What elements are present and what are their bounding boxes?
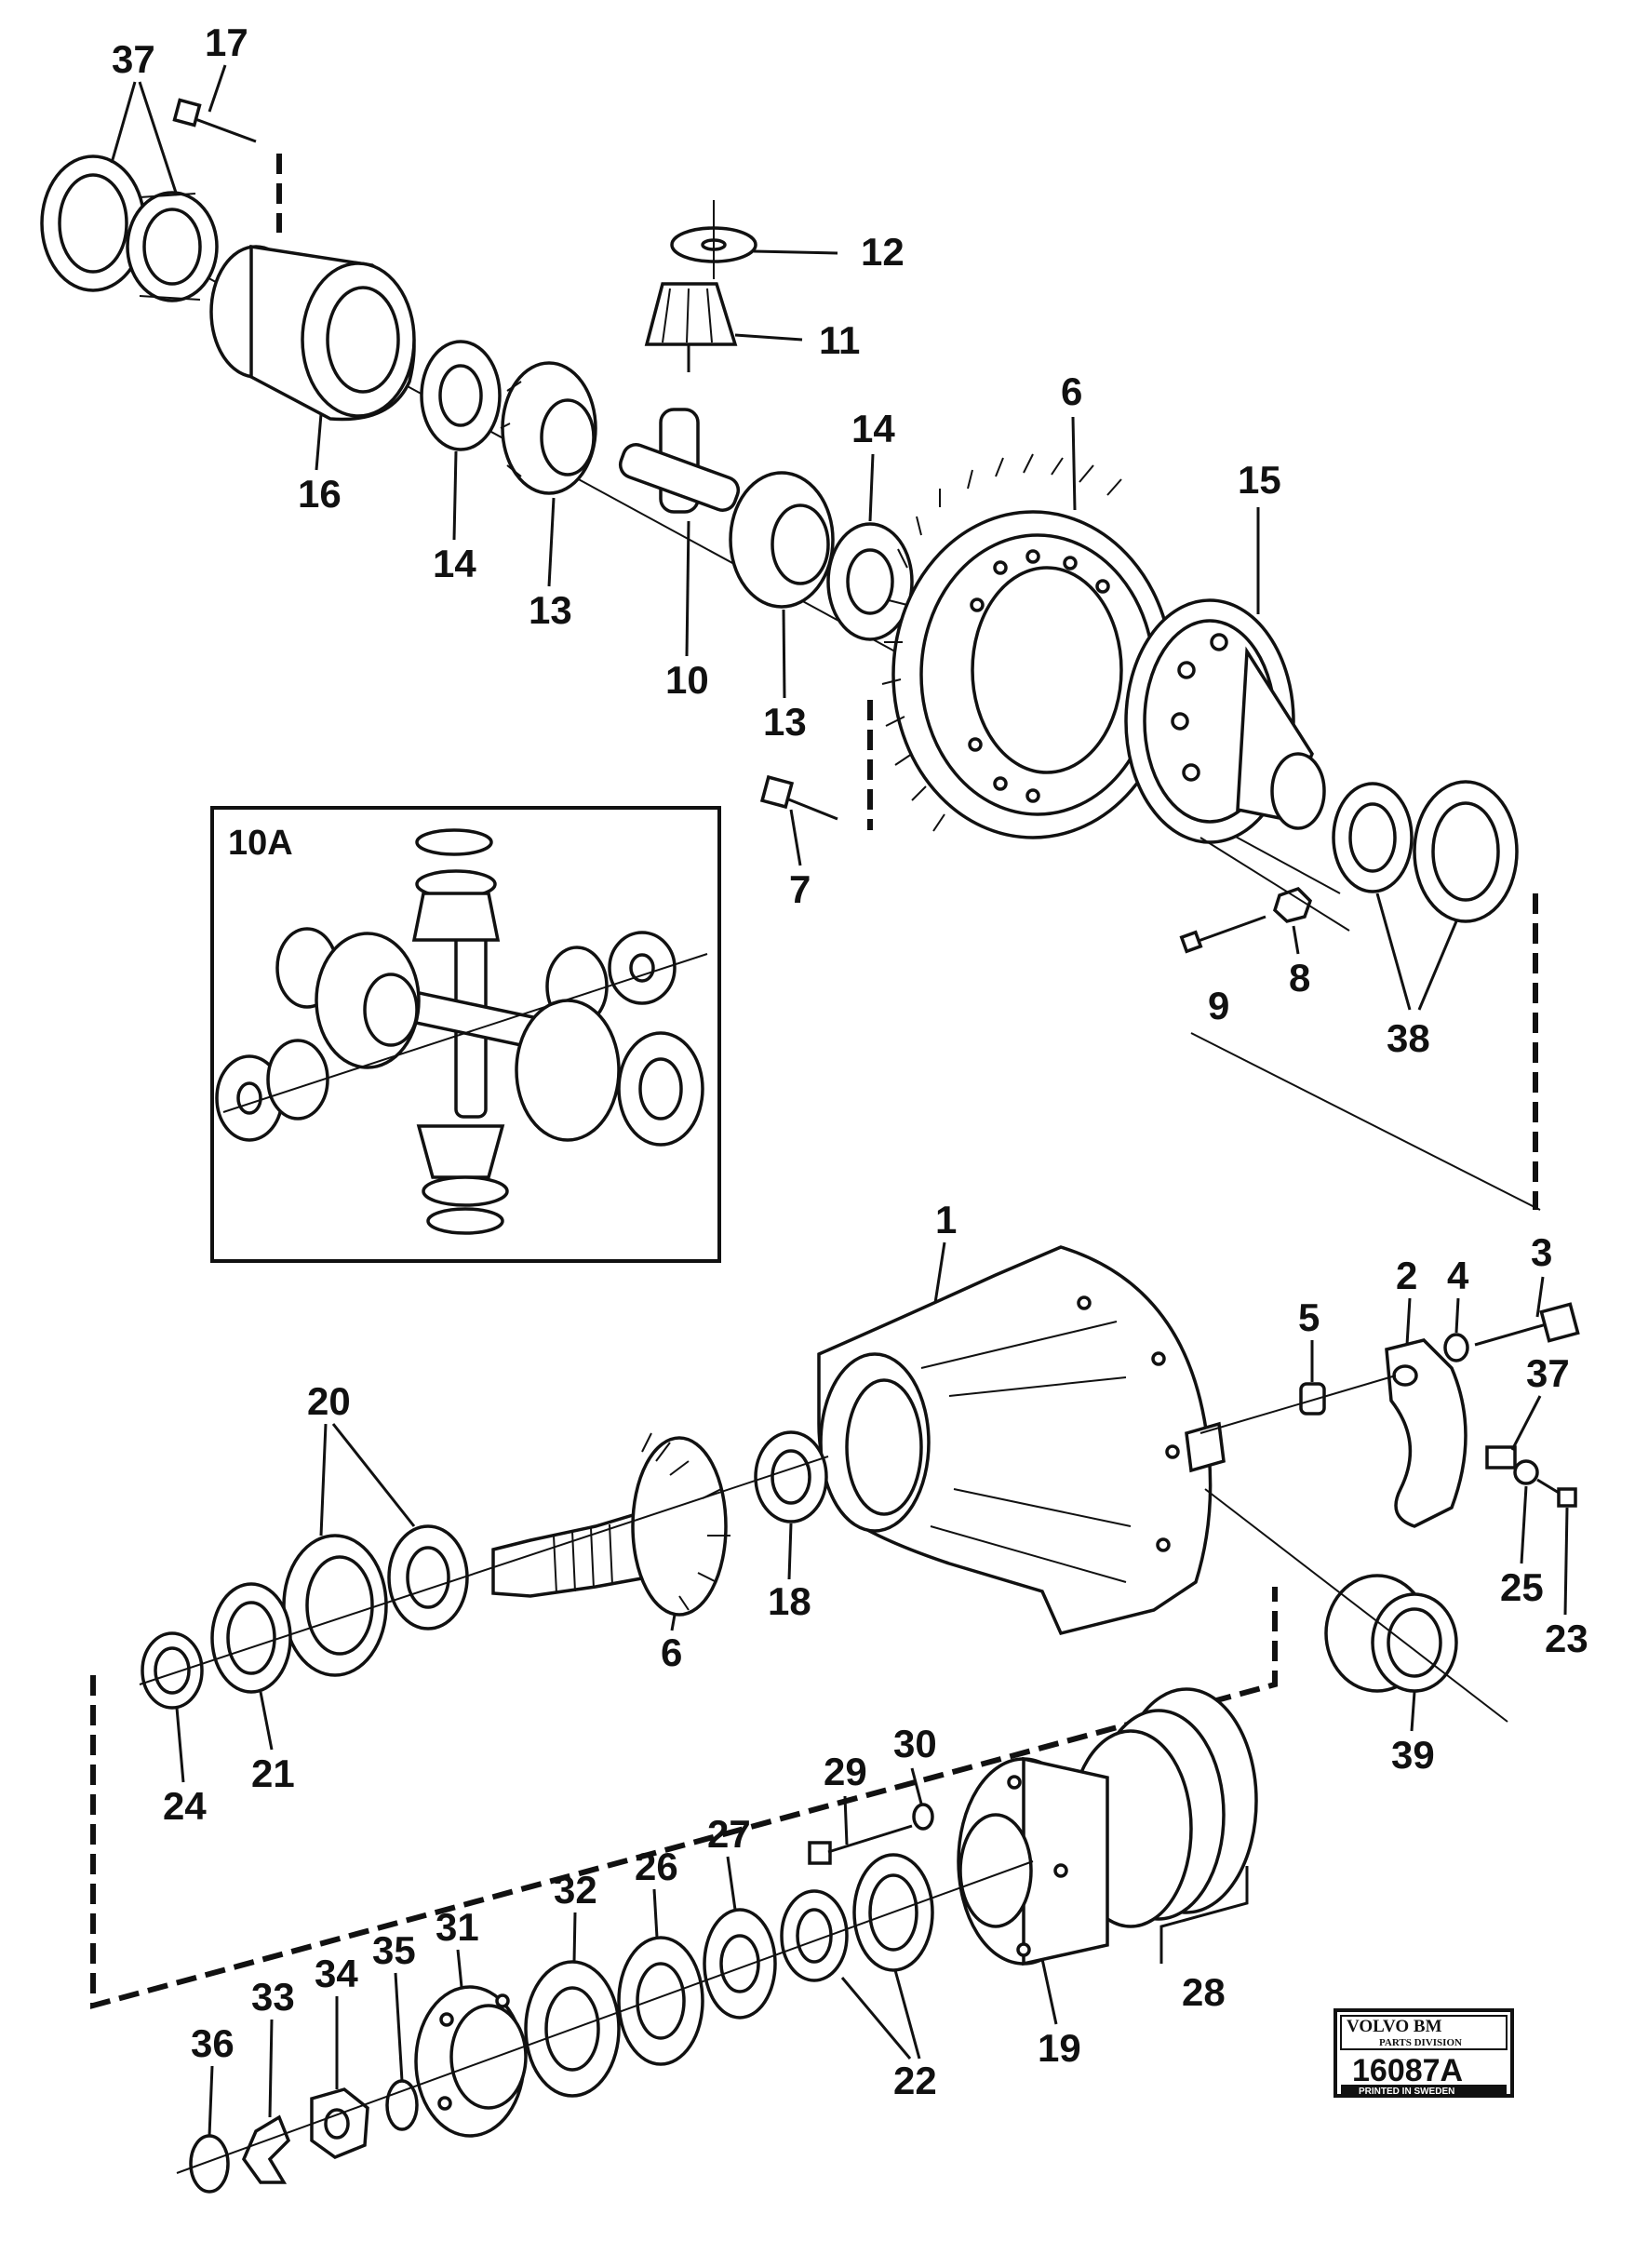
part-36-circlip <box>189 2134 230 2194</box>
label-25: 25 <box>1500 1565 1544 1609</box>
label-13-left: 13 <box>529 588 572 632</box>
label-39: 39 <box>1391 1733 1435 1777</box>
label-27: 27 <box>707 1812 751 1856</box>
part-8-nut <box>1199 837 1350 932</box>
label-35: 35 <box>372 1928 416 1972</box>
label-23: 23 <box>1545 1617 1588 1660</box>
label-5: 5 <box>1298 1295 1320 1339</box>
part-14-thrust-washer-left <box>420 340 502 451</box>
label-12: 12 <box>861 230 905 274</box>
part-22-bearing <box>780 1853 934 1982</box>
part-37-bearing <box>40 154 219 302</box>
part-19-bearing-housing <box>957 1756 1109 1966</box>
part-33-lock-plate <box>241 2114 291 2184</box>
part-29-bolt <box>808 1824 913 1865</box>
label-29: 29 <box>824 1750 867 1793</box>
label-7: 7 <box>789 867 811 911</box>
label-14-right: 14 <box>851 407 895 450</box>
badge-division: PARTS DIVISION <box>1379 2037 1462 2048</box>
label-28: 28 <box>1182 1970 1226 2014</box>
part-15-case-flange <box>1124 598 1326 844</box>
carrier-assembly <box>90 1245 1580 2194</box>
label-19: 19 <box>1038 2026 1081 2070</box>
part-11-pinion-gear <box>644 282 738 346</box>
inset-title: 10A <box>228 824 293 863</box>
part-18-bearing <box>754 1430 828 1523</box>
label-21: 21 <box>251 1751 295 1795</box>
part-28-shims <box>1068 1687 1258 1928</box>
label-31: 31 <box>436 1905 479 1949</box>
badge-brand: VOLVO BM <box>1347 2017 1442 2036</box>
part-6-ring-gear <box>881 453 1174 839</box>
part-16-case-half <box>209 244 416 422</box>
label-6-top: 6 <box>1061 369 1082 413</box>
part-13-side-gear-left <box>500 361 597 495</box>
label-37-top: 37 <box>112 37 155 81</box>
label-34: 34 <box>315 1952 358 1995</box>
part-7-bolt <box>759 700 873 830</box>
part-12-washer <box>670 200 757 279</box>
part-6-pinion <box>491 1432 730 1617</box>
volvo-bm-badge: VOLVO BM PARTS DIVISION 16087A PRINTED I… <box>1333 2008 1514 2098</box>
label-26: 26 <box>635 1845 678 1888</box>
callout-labels: 37 17 12 11 16 14 13 10 14 13 6 15 7 9 8… <box>110 20 1588 2137</box>
part-3-bolt <box>1474 1302 1580 1347</box>
label-20: 20 <box>307 1379 351 1423</box>
part-13-side-gear-right <box>729 471 835 609</box>
part-34-nut <box>310 2087 369 2159</box>
label-9: 9 <box>1208 984 1229 1027</box>
label-3: 3 <box>1531 1230 1552 1274</box>
label-6-bottom: 6 <box>661 1631 682 1674</box>
part-31-flange <box>414 1985 528 2138</box>
label-32: 32 <box>554 1868 597 1912</box>
label-37-right: 37 <box>1526 1351 1570 1395</box>
part-17-bolt <box>172 98 282 233</box>
part-38-bearing <box>1332 780 1519 923</box>
label-33: 33 <box>251 1975 295 2019</box>
label-4: 4 <box>1447 1254 1469 1297</box>
label-14-left: 14 <box>433 542 476 585</box>
part-9-bolt <box>1179 915 1266 954</box>
part-37-lock-plate <box>1485 1445 1517 1470</box>
part-21-ring <box>210 1582 292 1694</box>
label-16: 16 <box>298 472 342 516</box>
part-2-bearing-cap <box>1385 1338 1467 1528</box>
badge-printed: PRINTED IN SWEDEN <box>1359 2087 1454 2097</box>
differential-assembly <box>40 98 1541 1211</box>
label-22: 22 <box>893 2059 937 2102</box>
part-24-spacer <box>141 1631 204 1710</box>
label-17: 17 <box>205 20 248 64</box>
label-11: 11 <box>819 318 860 362</box>
part-25-washer <box>1513 1459 1539 1485</box>
part-39-adjusting-nut <box>1204 1488 1508 1723</box>
label-36: 36 <box>191 2021 235 2065</box>
part-4-washer <box>1443 1333 1469 1362</box>
part-20-bearing <box>282 1524 469 1677</box>
label-18: 18 <box>768 1579 811 1623</box>
label-1: 1 <box>935 1198 957 1241</box>
part-23-bolt <box>1536 1478 1577 1508</box>
part-5-pin <box>1299 1382 1326 1416</box>
label-13-right: 13 <box>763 700 807 744</box>
part-26-seal <box>617 1936 704 2066</box>
label-2: 2 <box>1396 1254 1417 1297</box>
label-38: 38 <box>1387 1016 1430 1060</box>
badge-number: 16087A <box>1352 2053 1463 2088</box>
part-27-seal <box>703 1908 777 2020</box>
label-15: 15 <box>1238 458 1281 502</box>
part-14-thrust-washer-right <box>826 522 914 641</box>
part-1-carrier-housing <box>817 1245 1226 1636</box>
label-24: 24 <box>163 1784 207 1828</box>
part-30-washer <box>912 1803 934 1831</box>
inset-10a: 10A <box>210 806 721 1263</box>
label-10: 10 <box>665 658 709 702</box>
label-30: 30 <box>893 1722 937 1765</box>
label-8: 8 <box>1289 956 1310 1000</box>
part-10-spider <box>618 307 741 514</box>
